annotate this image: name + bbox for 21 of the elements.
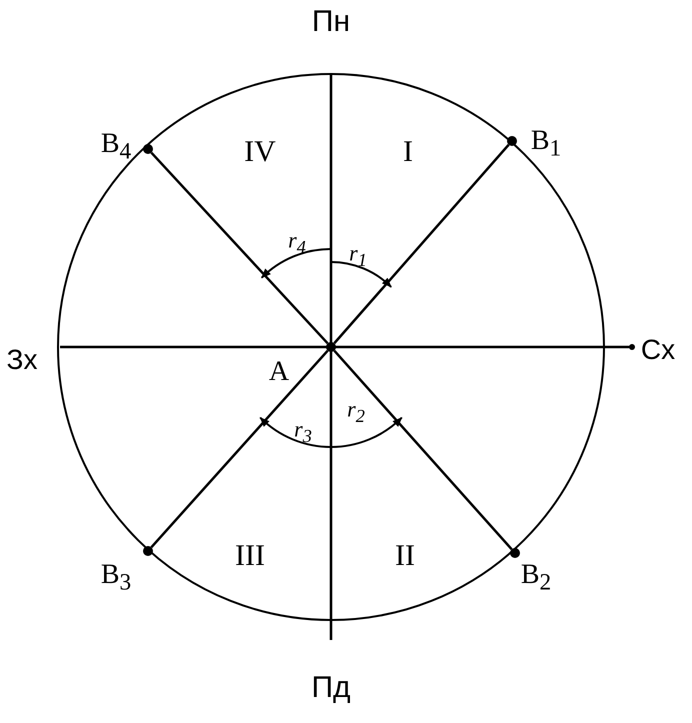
quarter-numeral: I	[403, 137, 413, 167]
line-segment	[333, 144, 510, 344]
angle-label: r$_{4}$	[288, 230, 306, 256]
direction-label: Сх	[640, 336, 676, 364]
quarter-numeral: II	[395, 541, 415, 571]
line-segment	[333, 350, 513, 550]
line-segment	[150, 152, 329, 344]
point-label: В$_{1}$	[530, 127, 562, 161]
angle-label: r$_{2}$	[347, 398, 365, 426]
point-label: В$_{4}$	[100, 130, 132, 164]
quarter-numeral: III	[235, 541, 265, 571]
direction-label: Пн	[312, 7, 350, 37]
direction-label: Зх	[6, 346, 38, 374]
line-segment	[150, 350, 329, 548]
angle-label: r$_{3}$	[294, 418, 312, 446]
quarter-numeral: IV	[244, 137, 276, 167]
direction-label: Пд	[311, 673, 351, 703]
angle-label: r$_{1}$	[349, 242, 367, 270]
point-label: В$_{2}$	[520, 561, 552, 595]
point-label: В$_{3}$	[100, 561, 132, 595]
point-label: A	[268, 358, 290, 386]
